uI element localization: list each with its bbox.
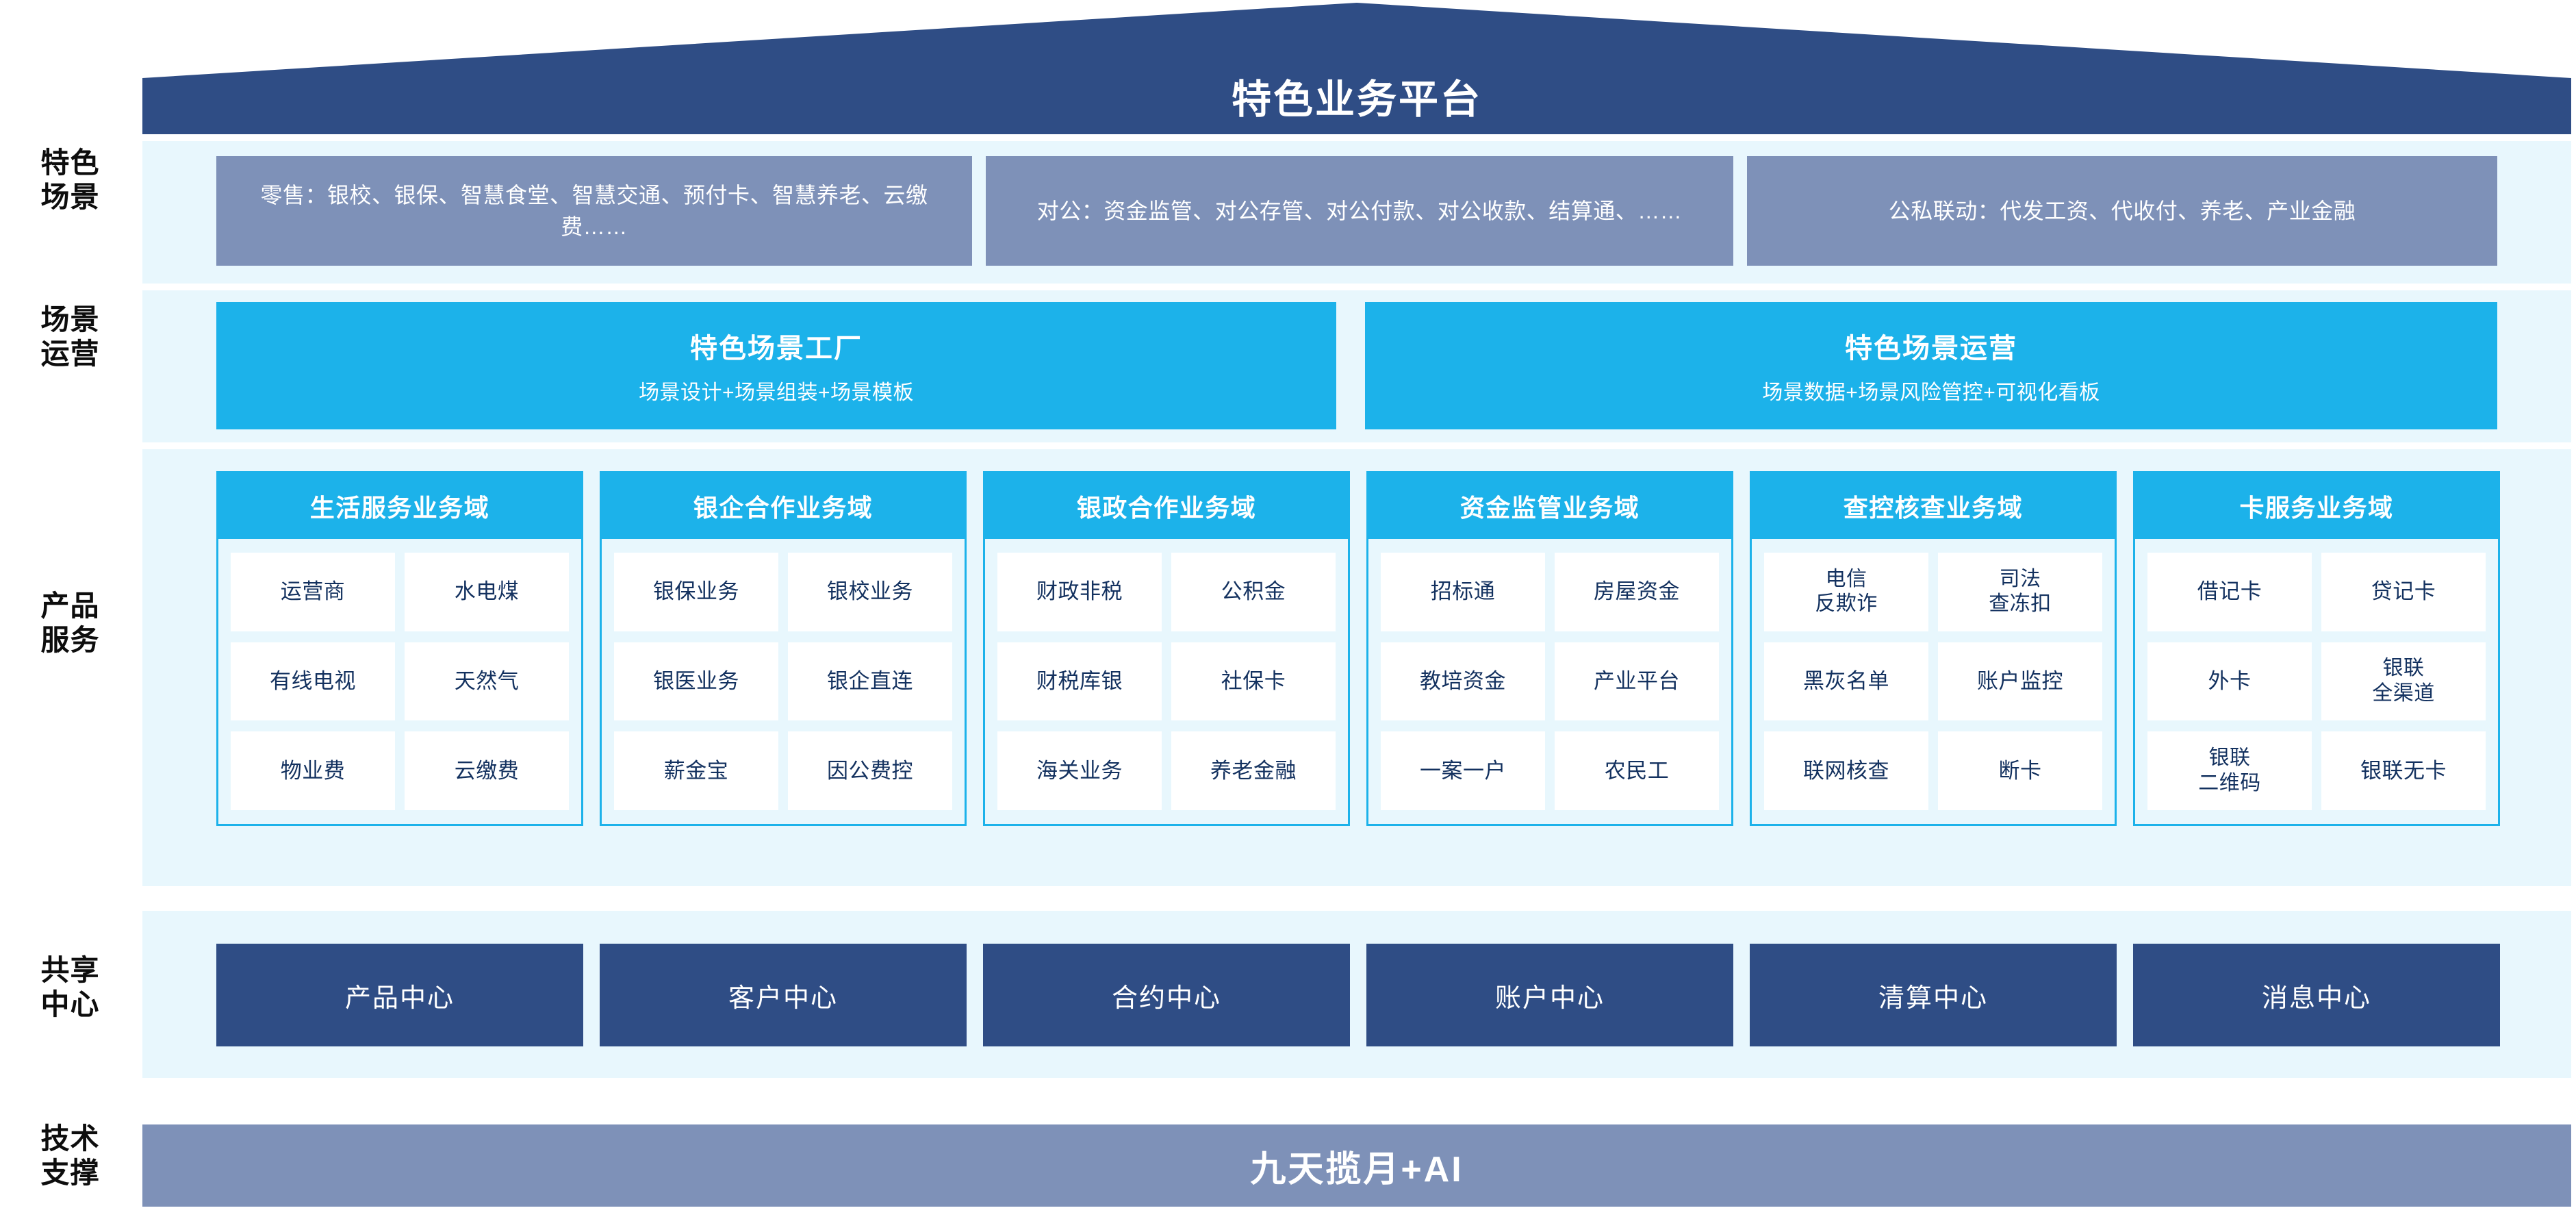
domain-item[interactable]: 断卡 — [1938, 731, 2102, 810]
domain-item[interactable]: 一案一户 — [1381, 731, 1545, 810]
operation-title: 特色场景运营 — [1845, 334, 2017, 364]
domain-title: 卡服务业务域 — [2135, 473, 2498, 539]
domain-item[interactable]: 因公费控 — [788, 731, 952, 810]
operation-subtitle: 场景设计+场景组装+场景模板 — [638, 381, 915, 404]
center-box-customer[interactable]: 客户中心 — [600, 944, 967, 1046]
domain-item[interactable]: 房屋资金 — [1555, 553, 1719, 631]
domain-card-bank-government[interactable]: 银政合作业务域 财政非税 公积金 财税库银 社保卡 海关业务 养老金融 — [983, 471, 1350, 826]
domain-item[interactable]: 借记卡 — [2147, 553, 2312, 631]
domain-item[interactable]: 公积金 — [1171, 553, 1336, 631]
domain-title: 银企合作业务域 — [602, 473, 965, 539]
center-box-contract[interactable]: 合约中心 — [983, 944, 1350, 1046]
operation-box-scene-operation[interactable]: 特色场景运营 场景数据+场景风险管控+可视化看板 — [1365, 302, 2497, 429]
domain-item[interactable]: 银企直连 — [788, 642, 952, 721]
row-label-product-service: 产品 服务 — [40, 590, 100, 656]
page-title: 特色业务平台 — [1231, 77, 1482, 122]
row-label-shared-centers: 共享 中心 — [40, 954, 100, 1020]
domain-item[interactable]: 农民工 — [1555, 731, 1719, 810]
domain-item[interactable]: 司法查冻扣 — [1938, 553, 2102, 631]
domain-item[interactable]: 物业费 — [231, 731, 395, 810]
domain-title: 生活服务业务域 — [218, 473, 581, 539]
domain-item[interactable]: 财税库银 — [997, 642, 1162, 721]
domain-title: 资金监管业务域 — [1368, 473, 1731, 539]
domain-item[interactable]: 黑灰名单 — [1764, 642, 1928, 721]
scenario-box-retail[interactable]: 零售：银校、银保、智慧食堂、智慧交通、预付卡、智慧养老、云缴费…… — [216, 156, 972, 266]
roof-shape-icon — [142, 3, 2571, 134]
domain-item[interactable]: 水电煤 — [405, 553, 569, 631]
domain-item-grid: 借记卡 贷记卡 外卡 银联全渠道 银联二维码 银联无卡 — [2135, 539, 2498, 824]
domain-item[interactable]: 联网核查 — [1764, 731, 1928, 810]
row-label-scenarios: 特色 场景 — [40, 147, 100, 213]
domain-item[interactable]: 账户监控 — [1938, 642, 2102, 721]
center-box-account[interactable]: 账户中心 — [1366, 944, 1733, 1046]
domain-item[interactable]: 薪金宝 — [614, 731, 778, 810]
row-label-tech-support: 技术 支撑 — [40, 1122, 100, 1189]
domain-item[interactable]: 银校业务 — [788, 553, 952, 631]
center-box-product[interactable]: 产品中心 — [216, 944, 583, 1046]
domain-item[interactable]: 银联二维码 — [2147, 731, 2312, 810]
domain-item-grid: 财政非税 公积金 财税库银 社保卡 海关业务 养老金融 — [985, 539, 1348, 824]
domain-item[interactable]: 社保卡 — [1171, 642, 1336, 721]
domain-card-life-service[interactable]: 生活服务业务域 运营商 水电煤 有线电视 天然气 物业费 云缴费 — [216, 471, 583, 826]
domain-item[interactable]: 运营商 — [231, 553, 395, 631]
tech-support-bar[interactable]: 九天揽月+AI — [142, 1124, 2571, 1207]
domain-item-grid: 运营商 水电煤 有线电视 天然气 物业费 云缴费 — [218, 539, 581, 824]
domain-item[interactable]: 银保业务 — [614, 553, 778, 631]
operation-title: 特色场景工厂 — [690, 334, 863, 364]
domain-item[interactable]: 教培资金 — [1381, 642, 1545, 721]
domain-item[interactable]: 银联全渠道 — [2321, 642, 2486, 721]
operation-subtitle: 场景数据+场景风险管控+可视化看板 — [1762, 381, 2100, 404]
operation-box-scene-factory[interactable]: 特色场景工厂 场景设计+场景组装+场景模板 — [216, 302, 1336, 429]
domain-item[interactable]: 天然气 — [405, 642, 569, 721]
scenario-box-corporate[interactable]: 对公：资金监管、对公存管、对公付款、对公收款、结算通、…… — [986, 156, 1733, 266]
domain-item[interactable]: 外卡 — [2147, 642, 2312, 721]
domain-item-grid: 银保业务 银校业务 银医业务 银企直连 薪金宝 因公费控 — [602, 539, 965, 824]
domain-card-bank-enterprise[interactable]: 银企合作业务域 银保业务 银校业务 银医业务 银企直连 薪金宝 因公费控 — [600, 471, 967, 826]
domain-item[interactable]: 云缴费 — [405, 731, 569, 810]
row-label-rail: 特色 场景 场景 运营 产品 服务 共享 中心 技术 支撑 — [0, 0, 140, 1232]
platform-roof-header: 特色业务平台 — [142, 3, 2571, 134]
domain-title: 银政合作业务域 — [985, 473, 1348, 539]
domain-item[interactable]: 银医业务 — [614, 642, 778, 721]
domain-item[interactable]: 招标通 — [1381, 553, 1545, 631]
domain-item[interactable]: 电信反欺诈 — [1764, 553, 1928, 631]
domain-card-fund-supervision[interactable]: 资金监管业务域 招标通 房屋资金 教培资金 产业平台 一案一户 农民工 — [1366, 471, 1733, 826]
domain-item-grid: 电信反欺诈 司法查冻扣 黑灰名单 账户监控 联网核查 断卡 — [1752, 539, 2115, 824]
scenario-box-public-private[interactable]: 公私联动：代发工资、代收付、养老、产业金融 — [1747, 156, 2497, 266]
domain-item[interactable]: 银联无卡 — [2321, 731, 2486, 810]
center-box-message[interactable]: 消息中心 — [2133, 944, 2500, 1046]
domain-item[interactable]: 有线电视 — [231, 642, 395, 721]
domain-item[interactable]: 海关业务 — [997, 731, 1162, 810]
domain-item-grid: 招标通 房屋资金 教培资金 产业平台 一案一户 农民工 — [1368, 539, 1731, 824]
domain-item[interactable]: 贷记卡 — [2321, 553, 2486, 631]
center-box-clearing[interactable]: 清算中心 — [1750, 944, 2117, 1046]
domain-card-card-service[interactable]: 卡服务业务域 借记卡 贷记卡 外卡 银联全渠道 银联二维码 银联无卡 — [2133, 471, 2500, 826]
domain-item[interactable]: 产业平台 — [1555, 642, 1719, 721]
row-label-operations: 场景 运营 — [40, 303, 100, 370]
domain-item[interactable]: 财政非税 — [997, 553, 1162, 631]
domain-item[interactable]: 养老金融 — [1171, 731, 1336, 810]
domain-card-investigation-control[interactable]: 查控核查业务域 电信反欺诈 司法查冻扣 黑灰名单 账户监控 联网核查 断卡 — [1750, 471, 2117, 826]
domain-title: 查控核查业务域 — [1752, 473, 2115, 539]
